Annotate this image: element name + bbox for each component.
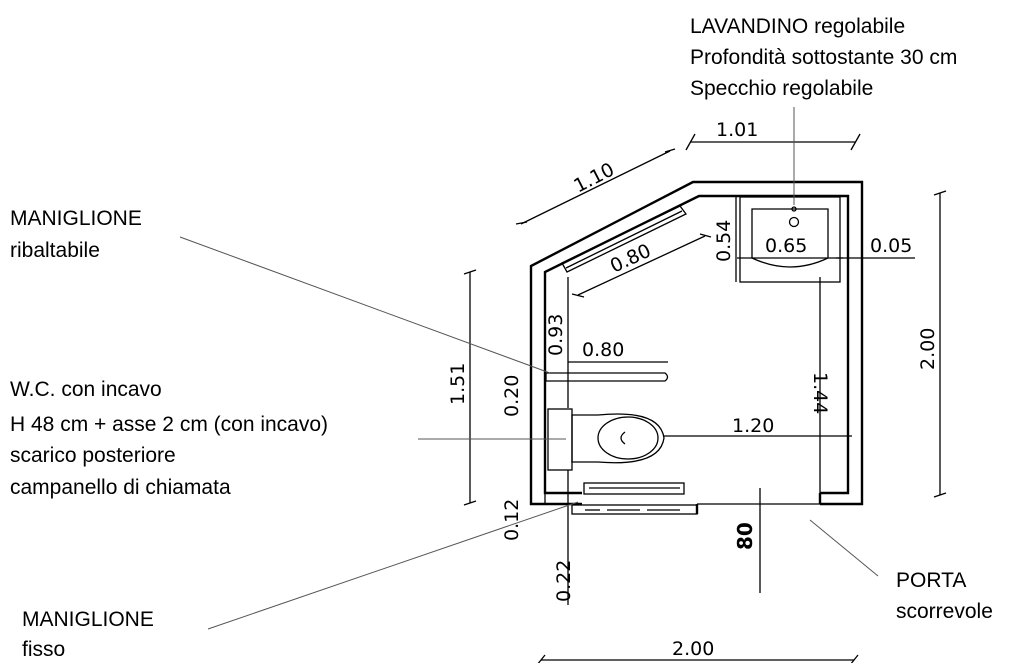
dim-bar-horizontal: 0.80 <box>582 339 624 361</box>
dim-diagonal: 1.10 <box>570 159 618 198</box>
wc-label-line3: scarico posteriore <box>10 444 176 467</box>
dim-sink-depth: 0.54 <box>713 220 735 262</box>
dim-top-width: 1.01 <box>716 119 758 141</box>
dim-bottom-width: 2.00 <box>672 638 714 660</box>
dim-left-height: 1.51 <box>447 363 469 405</box>
dim-bottom-lower: 0.22 <box>553 560 575 602</box>
dim-sink-gap: 0.05 <box>870 235 912 257</box>
dimension-texts: 1.01 1.10 0.80 0.54 0.65 0.05 2.00 1.44 … <box>447 119 939 660</box>
sink-label-line2: Profondità sottostante 30 cm <box>690 46 957 69</box>
annotation-labels: LAVANDINO regolabile Profondità sottosta… <box>10 15 993 661</box>
leader-lines <box>179 107 879 630</box>
wc-label-line4: campanello di chiamata <box>10 476 231 499</box>
grab-bar-folding-label-line1: MANIGLIONE <box>10 207 142 230</box>
dim-left-upper: 0.93 <box>545 314 567 356</box>
grab-bar-folding-label-line2: ribaltabile <box>10 239 100 262</box>
door-label-line1: PORTA <box>896 569 966 592</box>
dim-bottom-small: 0.12 <box>501 499 523 541</box>
dim-wc-offset: 0.20 <box>501 375 523 417</box>
dim-right-height: 2.00 <box>917 328 939 370</box>
grab-bar-folding <box>561 205 687 273</box>
walls <box>529 180 864 514</box>
dim-bar-diagonal: 0.80 <box>607 240 655 278</box>
sink-label-line1: LAVANDINO regolabile <box>690 15 905 38</box>
dimension-lines <box>463 133 947 663</box>
sink-label-line3: Specchio regolabile <box>690 77 873 100</box>
grab-bar-horizontal <box>545 372 669 382</box>
wc-label-line2: H 48 cm + asse 2 cm (con incavo) <box>10 413 328 436</box>
dim-sink-width: 0.65 <box>765 235 807 257</box>
grab-bar-fixed <box>571 482 698 515</box>
dim-door-width: 80 <box>733 522 757 550</box>
wc-label-line1: W.C. con incavo <box>10 378 162 401</box>
door-label-line2: scorrevole <box>896 600 993 623</box>
dim-wc-clearance: 1.20 <box>732 415 774 437</box>
grab-bar-fixed-label-line2: fisso <box>22 638 65 661</box>
grab-bar-fixed-label-line1: MANIGLIONE <box>22 608 154 631</box>
dim-right-inner: 1.44 <box>809 372 831 414</box>
